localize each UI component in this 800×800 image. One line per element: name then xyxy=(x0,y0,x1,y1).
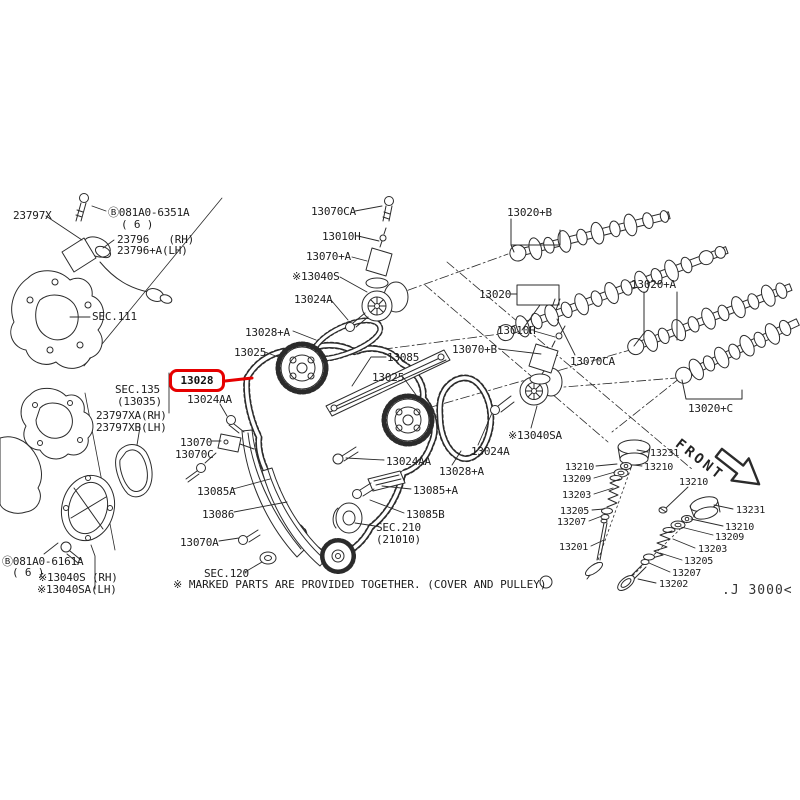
sprocket-art xyxy=(259,281,563,589)
part-label-13020[interactable]: 13020 xyxy=(479,288,512,301)
section-ref-sec135[interactable]: SEC.135 xyxy=(115,383,160,396)
part-label-081a0-6351a[interactable]: Ⓑ081A0-6351A xyxy=(108,206,190,219)
highlighted-part-callout-13028[interactable]: 13028 xyxy=(169,369,225,392)
part-label-13070b-assy[interactable]: 13070+B xyxy=(452,343,497,356)
part-label-23797x[interactable]: 23797X xyxy=(13,209,52,222)
part-label-13024a-top[interactable]: 13024A xyxy=(294,293,333,306)
part-label-13028a-top[interactable]: 13028+A xyxy=(245,326,290,339)
part-label-13040sa-lh[interactable]: ※13040SA(LH) xyxy=(37,583,117,596)
part-label-23797xa-rh[interactable]: 23797XA(RH) xyxy=(96,409,167,422)
part-label-13020a[interactable]: 13020+A xyxy=(631,278,676,291)
part-label-23797xb-lh[interactable]: 23797XB(LH) xyxy=(96,421,167,434)
camshaft-art xyxy=(497,210,800,400)
bolt-quantity-note: ( 6 ) xyxy=(12,566,45,579)
part-label-13203-right[interactable]: 13203 xyxy=(698,544,728,555)
part-label-13010h-right[interactable]: 13010H xyxy=(497,324,536,337)
part-label-13209-right[interactable]: 13209 xyxy=(715,532,745,543)
part-label-13085b[interactable]: 13085B xyxy=(406,508,445,521)
part-label-13202[interactable]: 13202 xyxy=(659,579,689,590)
leader-lines xyxy=(43,205,734,590)
part-label-13085pa[interactable]: 13085+A xyxy=(413,484,458,497)
section-ref-sec135-part: (13035) xyxy=(117,395,162,408)
part-label-13024aa-right[interactable]: 13024AA xyxy=(386,455,431,468)
highlight-leader-line xyxy=(223,376,254,383)
part-label-13207-left[interactable]: 13207 xyxy=(557,517,587,528)
part-label-13010h-top[interactable]: 13010H xyxy=(322,230,361,243)
part-label-13210-r2[interactable]: 13210 xyxy=(725,522,755,533)
chain-guide-art xyxy=(241,349,451,567)
part-label-13025-left[interactable]: 13025 xyxy=(234,346,267,359)
part-label-13070ca-right[interactable]: 13070CA xyxy=(570,355,615,368)
valve-train-right-art xyxy=(617,496,721,591)
part-label-13070ca-top[interactable]: 13070CA xyxy=(311,205,356,218)
part-label-13040s[interactable]: ※13040S xyxy=(292,270,340,283)
part-label-13020b[interactable]: 13020+B xyxy=(507,206,552,219)
part-label-13205-left[interactable]: 13205 xyxy=(560,506,590,517)
part-label-13210-r1[interactable]: 13210 xyxy=(679,477,709,488)
bolt-quantity-note: ( 6 ) xyxy=(121,218,154,231)
front-direction-arrow-icon xyxy=(714,447,761,486)
part-label-13085[interactable]: 13085 xyxy=(387,351,420,364)
part-label-13231-right[interactable]: 13231 xyxy=(736,505,766,516)
timing-cover-art xyxy=(0,387,153,542)
section-ref-sec210[interactable]: SEC.210 xyxy=(376,521,421,534)
part-label-13028a-right[interactable]: 13028+A xyxy=(439,465,484,478)
part-label-13070[interactable]: 13070 xyxy=(180,436,213,449)
part-label-13024a-right[interactable]: 13024A xyxy=(471,445,510,458)
part-label-23796-rh[interactable]: 23796 (RH) xyxy=(117,233,195,246)
part-label-13040sa[interactable]: ※13040SA xyxy=(508,429,562,442)
cam-sensor-art xyxy=(61,236,173,304)
part-label-13210-l1[interactable]: 13210 xyxy=(565,462,595,473)
drawing-code: .J 3000< xyxy=(722,583,793,598)
part-label-13070c[interactable]: 13070C xyxy=(175,448,214,461)
footnote: ※ MARKED PARTS ARE PROVIDED TOGETHER. (C… xyxy=(173,578,547,591)
section-ref-sec120[interactable]: SEC.120 xyxy=(204,567,249,580)
front-cover-art xyxy=(10,270,105,369)
part-label-13207-right[interactable]: 13207 xyxy=(672,568,702,579)
part-label-13020c[interactable]: 13020+C xyxy=(688,402,733,415)
bolt-art xyxy=(60,193,515,564)
part-label-081a0-6161a[interactable]: Ⓑ081A0-6161A xyxy=(2,555,84,568)
part-label-13025-right[interactable]: 13025 xyxy=(372,371,405,384)
part-label-13086[interactable]: 13086 xyxy=(202,508,235,521)
part-label-13024aa-left[interactable]: 13024AA xyxy=(187,393,232,406)
part-label-13085a[interactable]: 13085A xyxy=(197,485,236,498)
section-ref-sec210-part: (21010) xyxy=(376,533,421,546)
part-label-13203-left[interactable]: 13203 xyxy=(562,490,592,501)
part-label-13210-l2[interactable]: 13210 xyxy=(644,462,674,473)
part-label-13205-right[interactable]: 13205 xyxy=(684,556,714,567)
part-label-13070a-assy[interactable]: 13070+A xyxy=(306,250,351,263)
part-label-13040s-rh[interactable]: ※13040S (RH) xyxy=(38,571,118,584)
part-label-13028: 13028 xyxy=(180,374,214,387)
part-label-13231-left[interactable]: 13231 xyxy=(650,448,680,459)
section-ref-sec111[interactable]: SEC.111 xyxy=(92,310,137,323)
part-label-23796a-lh[interactable]: 23796+A(LH) xyxy=(117,244,188,257)
part-label-13201[interactable]: 13201 xyxy=(559,542,589,553)
part-label-13070a-bolt[interactable]: 13070A xyxy=(180,536,219,549)
part-label-13209-left[interactable]: 13209 xyxy=(562,474,592,485)
